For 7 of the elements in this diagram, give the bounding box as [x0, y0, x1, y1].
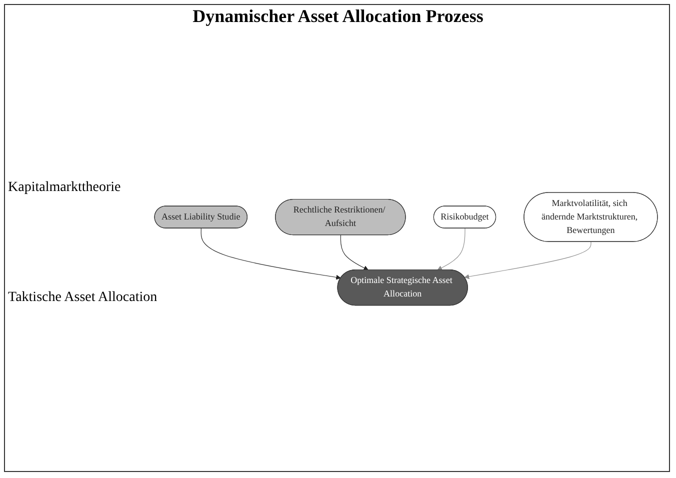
- note-text: Kapitalmarkttheorie: [8, 180, 121, 196]
- arrow: [464, 242, 592, 280]
- arrow: [340, 234, 368, 270]
- arrow: [200, 228, 341, 280]
- note-text: Taktische Asset Allocation: [8, 290, 158, 306]
- diagram-title: Dynamischer Asset Allocation Prozess: [192, 6, 484, 27]
- arrow: [437, 228, 466, 270]
